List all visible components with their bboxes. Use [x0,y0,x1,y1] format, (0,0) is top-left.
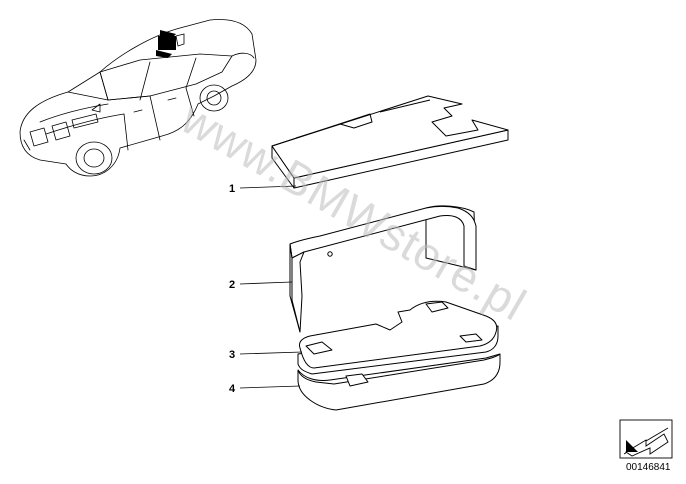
leader-line-1 [239,185,297,189]
callout-2: 2 [229,279,235,291]
callout-3: 3 [229,349,235,361]
part-2-cover [289,205,477,333]
leader-line-2 [239,281,293,285]
leader-lines [239,185,303,389]
part-3-tray [297,300,499,375]
leader-line-4 [239,385,301,389]
part-4-pad [297,353,501,411]
part-1-mat [271,95,509,189]
page-corner-arrow-icon [619,419,673,459]
leader-line-3 [239,351,303,355]
install-location-marker-icon [156,30,185,58]
callout-4: 4 [229,383,236,395]
callout-1: 1 [229,183,235,195]
diagram-id-label: 00146841 [626,462,671,473]
car-overview-icon [19,19,257,177]
